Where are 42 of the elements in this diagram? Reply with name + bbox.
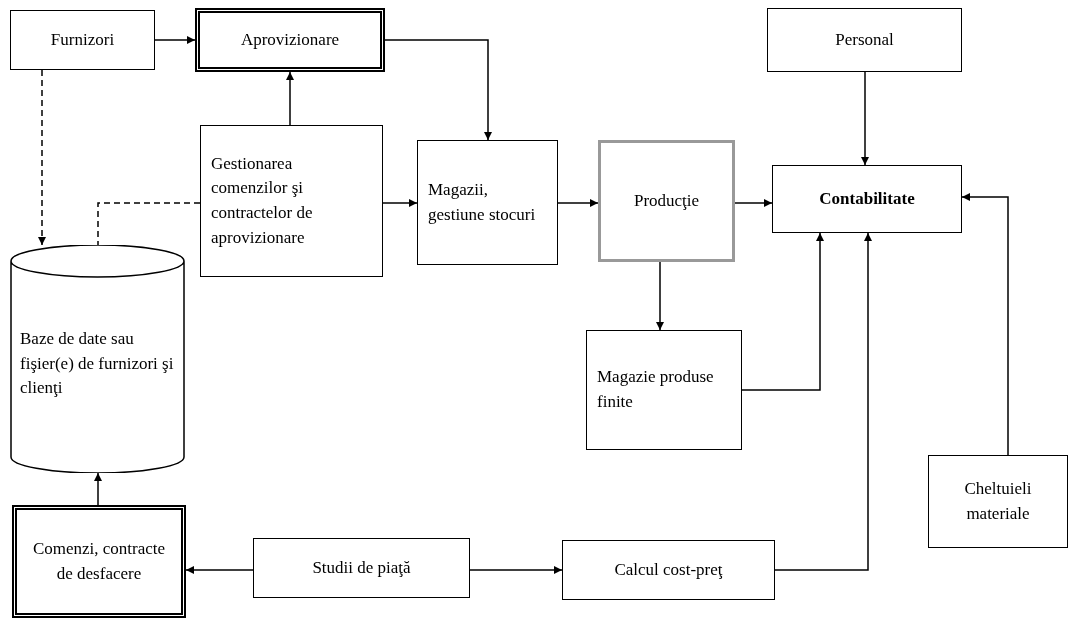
arrow — [382, 199, 418, 207]
process-box — [562, 540, 775, 600]
arrow — [469, 566, 563, 574]
process-box — [12, 505, 186, 618]
arrow — [656, 261, 664, 331]
process-box — [772, 165, 962, 233]
arrow — [286, 71, 294, 126]
node-label: Comenzi, contracte de desfacere — [31, 537, 167, 585]
node-label: Calcul cost-preţ — [613, 558, 724, 581]
node-label: Contabilitate — [818, 187, 916, 210]
node-label: Baze de date sau fişier(e) de furnizori şi clienţi — [20, 328, 175, 400]
process-box — [10, 10, 155, 70]
database-cylinder — [10, 245, 185, 473]
process-box — [253, 538, 470, 598]
process-box — [586, 330, 742, 450]
node-label: Aprovizionare — [239, 28, 341, 51]
connector-line — [97, 202, 201, 246]
arrow — [38, 69, 46, 246]
node-label: Gestionarea comenzilor şi contractelor de aprovizionare — [211, 152, 314, 249]
process-box — [195, 8, 385, 72]
process-box — [928, 455, 1068, 548]
arrow — [861, 71, 869, 166]
arrow — [774, 232, 872, 571]
process-box — [200, 125, 383, 277]
node-label: Studii de piaţă — [311, 556, 412, 579]
process-box — [767, 8, 962, 72]
node-label: Producţie — [632, 189, 701, 212]
node-label: Magazii, gestiune stocuri — [428, 178, 537, 226]
arrow — [384, 39, 492, 141]
arrow — [154, 36, 196, 44]
arrow — [557, 199, 599, 207]
process-box — [598, 140, 735, 262]
node-label: Cheltuieli materiale — [963, 477, 1033, 525]
node-label: Personal — [834, 28, 895, 51]
arrow — [185, 566, 254, 574]
process-box — [417, 140, 558, 265]
arrow — [961, 193, 1009, 456]
arrow — [741, 232, 824, 391]
arrow — [94, 472, 102, 506]
node-label: Furnizori — [49, 28, 116, 51]
arrow — [734, 199, 773, 207]
node-label: Magazie produse finite — [597, 366, 715, 413]
